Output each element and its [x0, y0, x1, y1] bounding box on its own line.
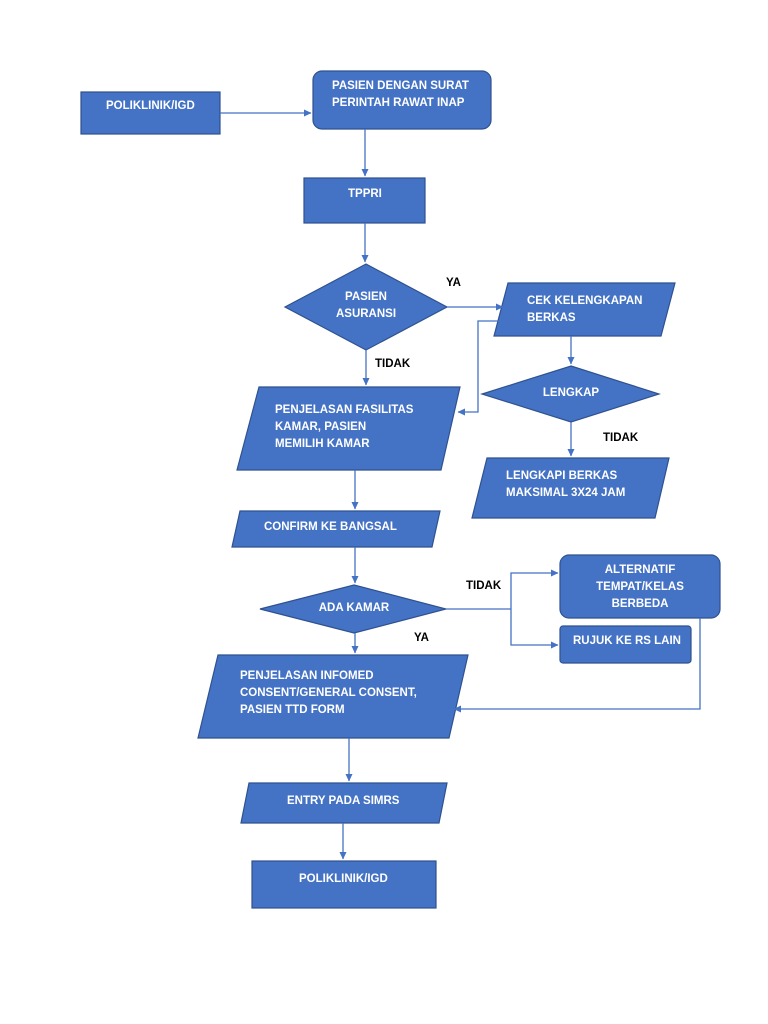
- penjelasan-infomed-label: PENJELASAN INFOMED CONSENT/GENERAL CONSE…: [240, 670, 417, 716]
- penjelasan-fasilitas-box: [236, 386, 461, 471]
- penjelasan-fasilitas-label: PENJELASAN FASILITAS KAMAR, PASIEN MEMIL…: [275, 404, 414, 450]
- arrow-lengkap-ya: [457, 320, 500, 416]
- tppri-box: [303, 177, 426, 224]
- edge-label-kamar-ya: YA: [414, 632, 429, 644]
- tppri-label: TPPRI: [348, 188, 382, 200]
- edge-label-lengkap-tidak: TIDAK: [603, 432, 639, 444]
- alternatif-label: ALTERNATIF TEMPAT/KELAS BERBEDA: [596, 564, 684, 610]
- penjelasan-infomed-box: [197, 654, 469, 739]
- ada-kamar-label: ADA KAMAR: [318, 602, 390, 614]
- arrow-kamar-tidak-rujuk: [510, 609, 559, 649]
- alternatif-box: [559, 554, 721, 619]
- entry-simrs-label: ENTRY PADA SIMRS: [287, 795, 400, 807]
- edge-label-asuransi-ya: YA: [446, 277, 461, 289]
- ada-kamar-decision: [259, 584, 449, 634]
- pasien-surat-label: PASIEN DENGAN SURAT PERINTAH RAWAT INAP: [332, 80, 469, 109]
- confirm-bangsal-box: [231, 510, 441, 548]
- lengkap-label: LENGKAP: [542, 387, 600, 399]
- poliklinik-igd-start-box: [80, 91, 221, 135]
- arrow-kamar-tidak-alternatif: [510, 569, 559, 609]
- edge-label-asuransi-tidak: TIDAK: [375, 358, 411, 370]
- lengkapi-berkas-box: [471, 457, 670, 519]
- rujuk-box: [559, 625, 692, 664]
- cek-kelengkapan-label: CEK KELENGKAPAN BERKAS: [527, 295, 643, 324]
- edge-label-kamar-tidak: TIDAK: [466, 580, 502, 592]
- lengkapi-berkas-label: LENGKAPI BERKAS MAKSIMAL 3X24 JAM: [506, 470, 626, 499]
- cek-kelengkapan-box: [493, 282, 676, 337]
- poliklinik-igd-end-label: POLIKLINIK/IGD: [299, 873, 388, 885]
- pasien-surat-box: [312, 70, 492, 130]
- poliklinik-igd-end-box: [251, 860, 437, 909]
- poliklinik-igd-start-label: POLIKLINIK/IGD: [106, 100, 195, 112]
- confirm-bangsal-label: CONFIRM KE BANGSAL: [264, 521, 397, 533]
- entry-simrs-box: [240, 782, 448, 824]
- arrow-alternatif-back: [453, 618, 701, 713]
- rujuk-label: RUJUK KE RS LAIN: [573, 635, 681, 647]
- pasien-asuransi-label: PASIEN ASURANSI: [335, 291, 397, 320]
